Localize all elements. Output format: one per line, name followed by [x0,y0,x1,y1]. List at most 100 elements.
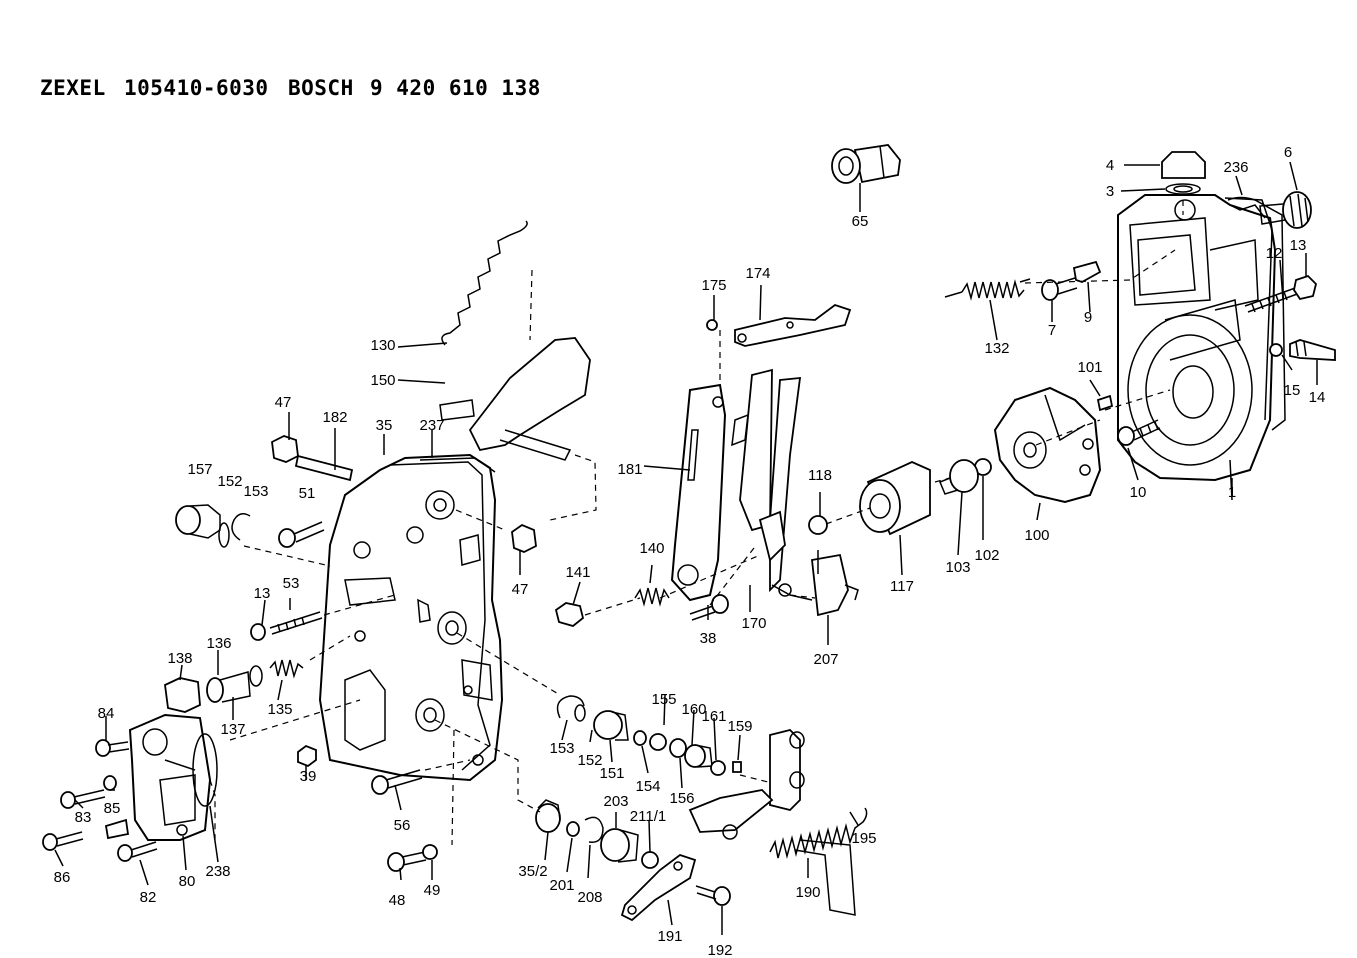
spring-132 [944,278,1031,301]
stud-53 [269,611,323,635]
callout-label: 236 [1223,159,1248,176]
screw-56 [371,769,423,795]
callout-label: 49 [424,882,441,899]
pump-cover-35 [318,453,504,782]
callout-label: 130 [370,337,395,354]
spring-135 [269,659,304,679]
circlip-153b [556,695,585,719]
callout-label: 152 [217,473,242,490]
callout-label: 135 [267,701,292,718]
callout-label: 7 [1048,322,1056,339]
callout-label: 86 [54,869,71,886]
callout-label: 137 [220,721,245,738]
screw-6 [1259,191,1312,229]
part-number-label: 105410-6030 [124,76,269,100]
callout-label: 65 [852,213,869,230]
o-ring-152 [218,522,230,548]
plug-157 [175,504,221,539]
callout-label: 14 [1309,389,1326,406]
piston-151 [593,710,629,741]
flyweight-100 [993,386,1102,504]
clip-175 [706,319,718,331]
screw-10 [1117,419,1161,446]
callout-label: 190 [795,884,820,901]
valve-136 [206,665,263,703]
callout-label: 82 [140,889,157,906]
washer-211-1 [641,851,659,869]
governor-housing [1117,194,1277,501]
callout-label: 39 [300,768,317,785]
callout-label: 4 [1106,157,1114,174]
plug-4 [1161,151,1206,195]
nut-39 [297,744,317,768]
callout-label: 1 [1228,484,1236,501]
screws-left [42,739,158,862]
spring-140 [634,587,670,607]
callout-label: 35/2 [518,863,547,880]
tension-lever-170 [731,368,802,593]
callout-label: 203 [603,793,628,810]
callout-label: 155 [651,691,676,708]
callout-label: 191 [657,928,682,945]
pin-182 [294,454,354,482]
leader-lines [54,161,1318,935]
spring-195 [769,807,868,859]
callout-label: 38 [700,630,717,647]
callout-label: 80 [179,873,196,890]
callout-label: 6 [1284,144,1292,161]
callout-label: 12 [1266,245,1283,262]
brand-label: ZEXEL [40,76,106,100]
bolt-14 [1269,339,1336,361]
callout-label: 85 [104,800,121,817]
callout-label: 13 [254,585,271,602]
end-cover-80 [128,713,212,841]
callout-label: 3 [1106,183,1114,200]
screw-51 [278,521,325,548]
part-number2-label: 9 420 610 138 [370,76,541,100]
seal-238 [192,733,218,807]
callout-label: 152 [577,752,602,769]
callout-label: 157 [187,461,212,478]
callout-label: 102 [974,547,999,564]
callout-label: 132 [984,340,1009,357]
callout-label: 181 [617,461,642,478]
callout-label: 154 [635,778,660,795]
nut-141 [554,602,585,627]
callout-label: 237 [419,417,444,434]
callout-label: 118 [808,467,832,484]
callout-label: 117 [890,578,914,595]
plug-203 [600,828,639,863]
nut-13 [250,623,266,641]
o-ring-152b [574,704,586,722]
lever-191 [620,853,697,922]
callout-label: 207 [813,651,838,668]
sleeve-117 [859,461,931,536]
washer-161 [710,760,726,776]
callout-label: 35 [376,417,393,434]
callout-label: 151 [599,765,624,782]
callout-label: 53 [283,575,300,592]
callout-label: 51 [299,485,316,502]
washer-201 [566,821,580,837]
callout-label: 195 [851,830,876,847]
plate-9 [1072,260,1102,283]
washer-49 [422,844,438,860]
assembly-lines [209,200,1184,846]
callout-label: 141 [565,564,590,581]
callout-label: 13 [1290,237,1307,254]
callout-label: 140 [639,540,664,557]
callout-label: 84 [98,705,115,722]
sleeve-160 [684,744,713,768]
block-207 [771,553,859,617]
callout-label: 56 [394,817,411,834]
washer-156 [669,738,687,758]
bolt-47-top [271,435,299,463]
lever-181 [670,383,727,602]
callout-label: 170 [741,615,766,632]
callout-label: 175 [701,277,726,294]
callout-label: 160 [681,701,706,718]
callout-label: 48 [389,892,406,909]
